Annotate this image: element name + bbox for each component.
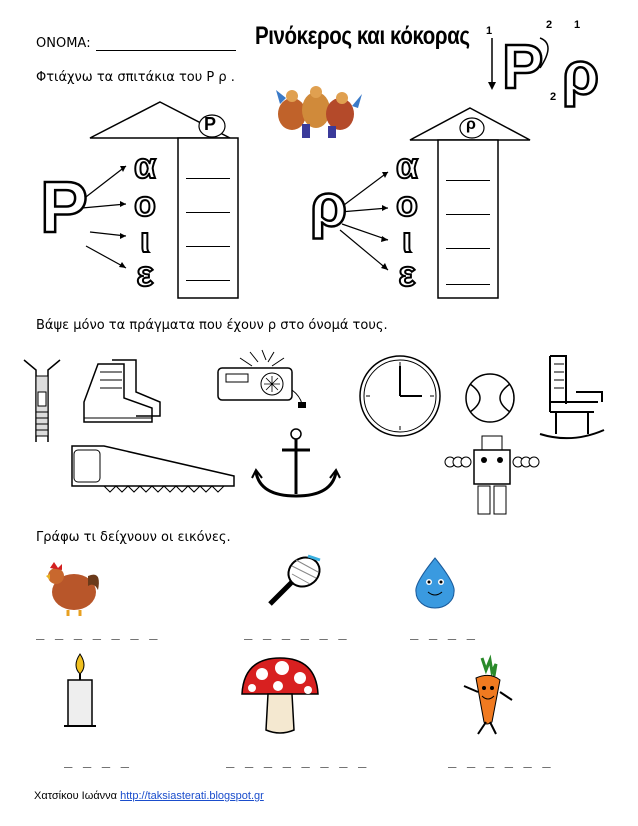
instruction-color: Βάψε μόνο τα πράγματα που έχουν ρ στο όν… (36, 318, 388, 333)
house-2-blank-3[interactable] (446, 248, 490, 249)
house-2-blank-4[interactable] (446, 284, 490, 285)
carrot-icon (463, 654, 513, 735)
candle-icon (64, 653, 96, 727)
house-1-big-letter: Ρ (39, 168, 90, 248)
trace-number-1: 1 (486, 25, 492, 37)
robot-icon[interactable] (444, 432, 540, 520)
instruction-write: Γράφω τι δείχνουν οι εικόνες. (36, 530, 231, 545)
zipper-icon[interactable] (18, 356, 66, 444)
house-2-big-letter: ρ (309, 172, 349, 239)
name-write-line[interactable] (96, 50, 236, 51)
name-label: ΟΝΟΜΑ: (36, 36, 91, 51)
boots-icon[interactable] (78, 358, 164, 430)
clock-icon[interactable] (358, 352, 444, 442)
house-1-blank-1[interactable] (186, 178, 230, 179)
page-title: Ρινόκερος και κόκορας (255, 22, 470, 50)
house-2-roof-letter: ρ (466, 116, 476, 133)
house-2-vowel-e: ε (397, 253, 416, 294)
house-2-vowel-o: ο (395, 183, 419, 224)
saw-icon[interactable] (64, 440, 240, 500)
svg-text:P: P (502, 33, 543, 102)
rocking-chair-icon[interactable] (536, 352, 608, 442)
house-1-vowel-a: α (133, 145, 157, 186)
answer-racket[interactable]: _ _ _ _ _ _ (244, 624, 348, 640)
water-drop-icon (415, 557, 455, 609)
mushroom-icon (241, 657, 319, 734)
house-1 (81, 101, 239, 299)
answer-rooster[interactable]: _ _ _ _ _ _ _ (36, 624, 159, 640)
ball-icon[interactable] (462, 370, 518, 426)
answer-drop[interactable]: _ _ _ _ (410, 624, 477, 640)
footer: Χατσίκου Ιωάννα http://taksiasterati.blo… (34, 790, 264, 802)
house-2-blank-2[interactable] (446, 214, 490, 215)
house-1-blank-4[interactable] (186, 280, 230, 281)
answer-carrot[interactable]: _ _ _ _ _ _ (448, 752, 552, 768)
house-2-vowel-i: ι (401, 219, 413, 260)
trace-letters-graphic: 1 P 2 ρ 1 2 (486, 19, 600, 108)
anchor-icon[interactable] (250, 426, 342, 504)
house-1-vowel-e: ε (135, 253, 154, 294)
trace-number-2: 2 (546, 19, 552, 31)
house-1-blank-3[interactable] (186, 246, 230, 247)
rooster-icon (46, 562, 99, 616)
svg-text:ρ: ρ (562, 40, 599, 107)
instruction-houses: Φτιάχνω τα σπιτάκια του Ρ ρ . (36, 70, 235, 85)
roosters-picture (276, 86, 362, 138)
trace-number-3: 1 (574, 19, 580, 31)
trace-number-4: 2 (550, 91, 556, 103)
house-1-roof-letter: Ρ (204, 114, 217, 134)
answer-mushroom[interactable]: _ _ _ _ _ _ _ _ (226, 752, 368, 768)
racket-icon (268, 554, 321, 606)
house-2-vowel-a: α (395, 145, 419, 186)
footer-author: Χατσίκου Ιωάννα (34, 790, 118, 802)
house-1-vowel-o: ο (133, 183, 157, 224)
house-1-blank-2[interactable] (186, 212, 230, 213)
footer-link[interactable]: http://taksiasterati.blogspot.gr (120, 790, 264, 802)
answer-candle[interactable]: _ _ _ _ (64, 752, 131, 768)
house-2 (339, 107, 531, 299)
house-1-vowel-i: ι (139, 219, 151, 260)
radio-icon[interactable] (214, 346, 310, 410)
house-2-blank-1[interactable] (446, 180, 490, 181)
